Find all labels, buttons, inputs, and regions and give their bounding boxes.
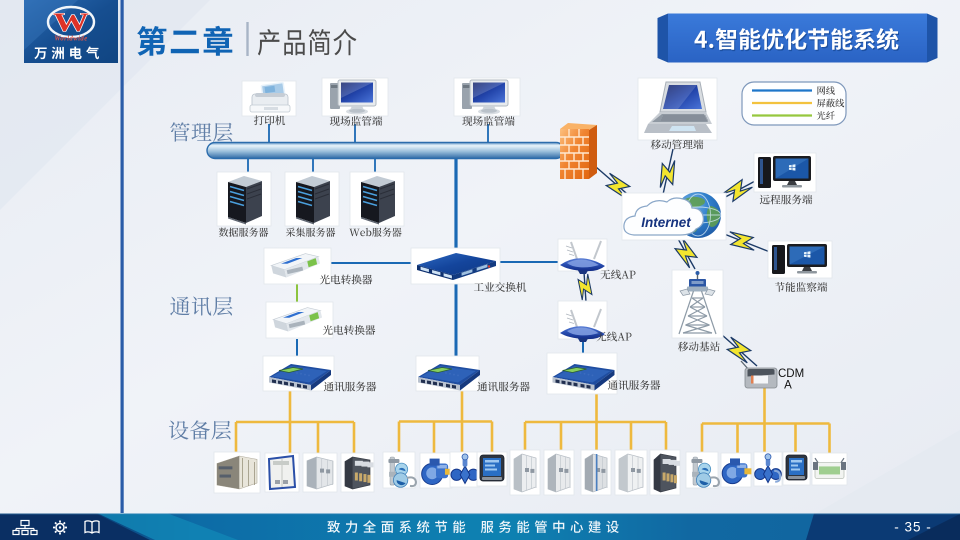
svg-text:Worldwide: Worldwide (54, 36, 87, 43)
svg-text:- 35 -: - 35 - (894, 520, 932, 535)
svg-text:CDM: CDM (778, 368, 804, 380)
svg-text:W: W (53, 8, 89, 37)
svg-text:A: A (784, 380, 792, 392)
svg-text:Internet: Internet (641, 215, 691, 230)
